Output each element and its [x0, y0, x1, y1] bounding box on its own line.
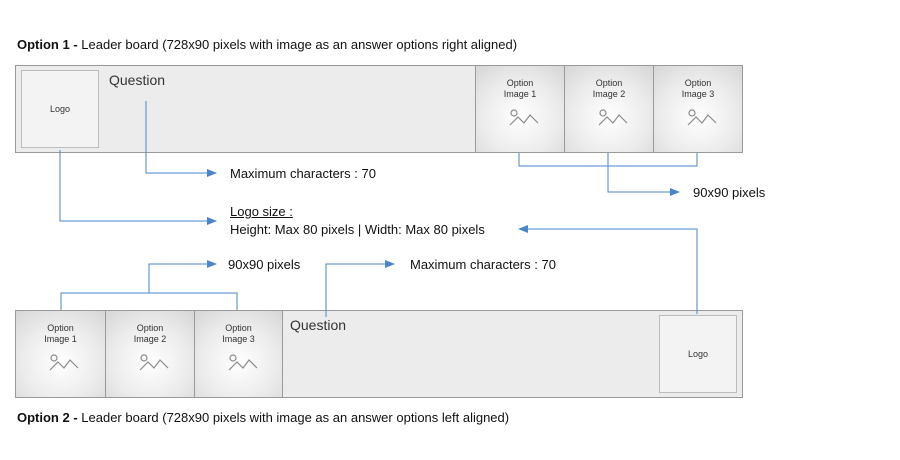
- option2-logo-placeholder: Logo: [659, 315, 737, 393]
- logo-size-title: Logo size :: [230, 204, 293, 219]
- option-label-line1: Option: [225, 323, 252, 333]
- max-characters-note-bottom: Maximum characters : 70: [410, 257, 556, 272]
- option-label-line2: Image 1: [44, 334, 77, 344]
- option2-heading: Option 2 - Leader board (728x90 pixels w…: [17, 410, 509, 425]
- max-characters-note-top: Maximum characters : 70: [230, 166, 376, 181]
- size-note-bottom: 90x90 pixels: [228, 257, 301, 272]
- image-placeholder-icon: [139, 354, 169, 371]
- option-label-line2: Image 2: [592, 89, 626, 99]
- connector-logo1-arrow: [59, 150, 217, 225]
- option1-heading: Option 1 - Leader board (728x90 pixels w…: [17, 37, 517, 52]
- option1-heading-bold: Option 1 -: [17, 37, 78, 52]
- logo-size-title-text: Logo size :: [230, 204, 293, 219]
- option-label-line1: Option: [506, 78, 534, 88]
- option-label-line1: Option: [136, 323, 164, 333]
- connector-logo2-arrow: [518, 225, 698, 314]
- option2-logo-label: Logo: [687, 349, 709, 359]
- option-label-line2: Image 3: [222, 334, 255, 344]
- image-placeholder-icon: [228, 354, 258, 371]
- option-label-line1: Option: [595, 78, 623, 88]
- option-label-line2: Image 2: [133, 334, 167, 344]
- option-label-line1: Option: [684, 78, 712, 88]
- image-placeholder-icon: [598, 109, 628, 126]
- connector-question1-arrow: [145, 101, 217, 177]
- option2-heading-text: Leader board (728x90 pixels with image a…: [77, 410, 510, 425]
- size-note-top: 90x90 pixels: [693, 185, 766, 200]
- image-placeholder-icon: [49, 354, 79, 371]
- option-label-line2: Image 1: [503, 89, 537, 99]
- option2-question: Question: [290, 317, 347, 333]
- connector-bracket-bottom: [60, 292, 238, 310]
- image-placeholder-icon: [687, 109, 717, 126]
- option-label-line1: Option: [47, 323, 74, 333]
- option2-heading-bold: Option 2 -: [17, 410, 78, 425]
- connector-question2-arrow: [325, 260, 395, 317]
- image-placeholder-icon: [509, 109, 539, 126]
- option1-logo-label: Logo: [49, 104, 71, 114]
- logo-size-detail: Height: Max 80 pixels | Width: Max 80 pi…: [230, 222, 485, 237]
- connector-size2-arrow: [148, 260, 217, 293]
- option1-logo-placeholder: Logo: [21, 70, 99, 148]
- option-label-line2: Image 3: [681, 89, 715, 99]
- option1-heading-text: Leader board (728x90 pixels with image a…: [77, 37, 518, 52]
- connector-size1-arrow: [607, 153, 680, 196]
- option1-question: Question: [109, 72, 166, 88]
